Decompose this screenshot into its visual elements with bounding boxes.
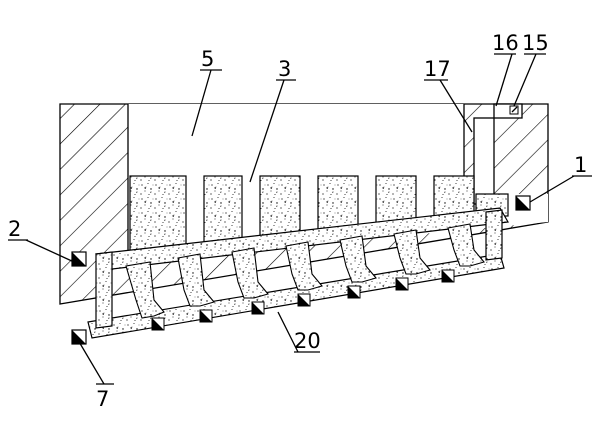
label-5: 5 <box>201 47 214 71</box>
tunnel-markers <box>71 195 531 345</box>
labels: 5 3 17 16 15 1 2 7 20 <box>8 31 587 411</box>
label-15: 15 <box>522 31 549 55</box>
raise-shaft <box>473 103 523 205</box>
leader-lines <box>8 53 592 385</box>
label-20: 20 <box>294 329 321 353</box>
label-7: 7 <box>96 387 109 411</box>
label-2: 2 <box>8 217 21 241</box>
label-1: 1 <box>574 153 587 177</box>
draw-bells <box>125 223 485 319</box>
end-raises <box>95 209 503 329</box>
label-16: 16 <box>492 31 519 55</box>
label-17: 17 <box>424 57 451 81</box>
label-3: 3 <box>278 57 291 81</box>
